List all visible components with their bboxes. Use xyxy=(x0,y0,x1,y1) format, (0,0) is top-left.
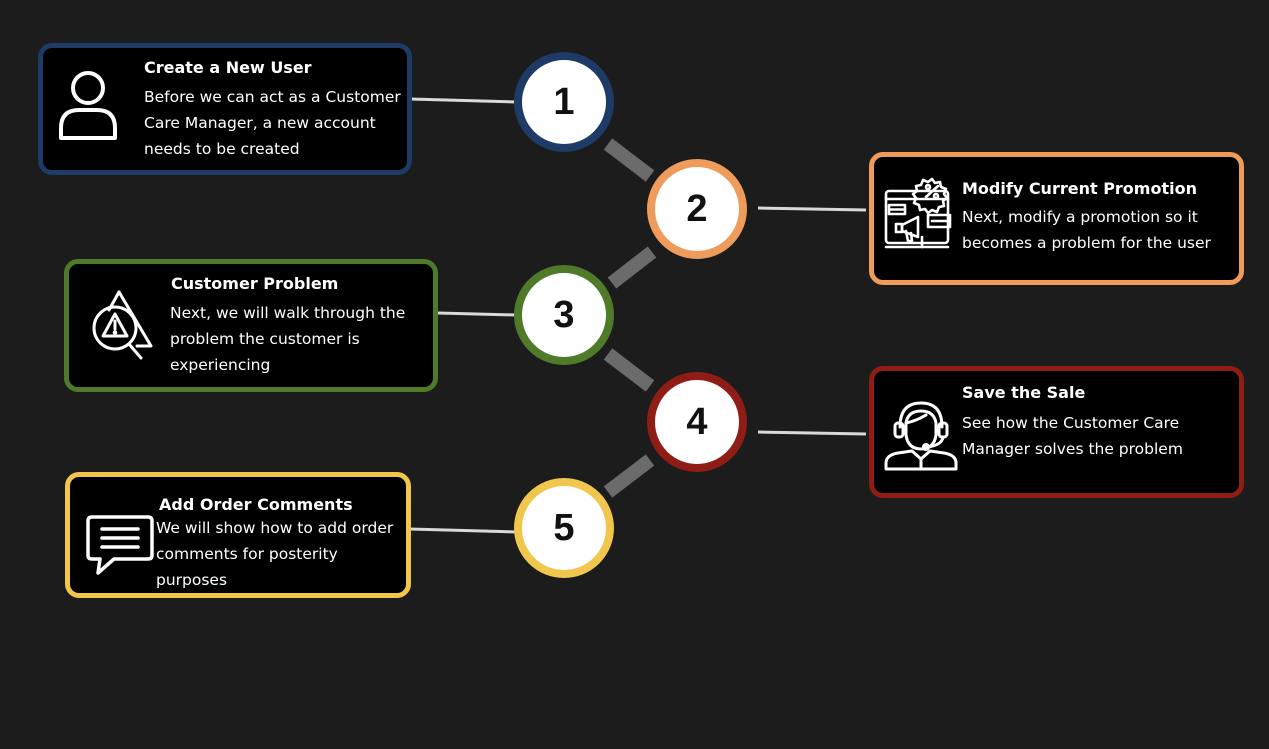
problem-search-icon xyxy=(85,286,157,364)
chain-link-3-4 xyxy=(603,348,655,392)
chain-link-2-3 xyxy=(607,246,657,289)
step-card-customer-problem: Customer Problem Next, we will walk thro… xyxy=(64,259,438,392)
promotion-icon xyxy=(882,175,960,253)
step-description: We will show how to add order comments f… xyxy=(156,519,394,589)
connector-5 xyxy=(409,527,517,534)
step-card-create-user: Create a New User Before we can act as a… xyxy=(38,43,412,175)
step-title: Save the Sale xyxy=(962,383,1086,402)
step-number-4: 4 xyxy=(647,372,747,472)
connector-4 xyxy=(757,430,867,436)
step-description: Next, we will walk through the problem t… xyxy=(170,304,406,374)
step-title: Customer Problem xyxy=(171,274,339,293)
step-description: Next, modify a promotion so it becomes a… xyxy=(962,208,1211,252)
headset-agent-icon xyxy=(882,393,960,471)
step-title: Create a New User xyxy=(144,58,312,77)
step-number-2: 2 xyxy=(647,159,747,259)
step-card-save-the-sale: Save the Sale See how the Customer Care … xyxy=(869,366,1244,498)
chain-link-1-2 xyxy=(603,138,655,182)
step-description: Before we can act as a Customer Care Man… xyxy=(144,88,401,158)
step-description: See how the Customer Care Manager solves… xyxy=(962,414,1183,458)
step-number-1: 1 xyxy=(514,52,614,152)
connector-2 xyxy=(757,206,867,212)
chain-link-4-5 xyxy=(603,454,655,498)
step-card-modify-promotion: Modify Current Promotion Next, modify a … xyxy=(869,152,1244,285)
step-title: Modify Current Promotion xyxy=(962,179,1197,198)
step-number-3: 3 xyxy=(514,265,614,365)
step-number-5: 5 xyxy=(514,478,614,578)
step-card-add-order-comments: Add Order Comments We will show how to a… xyxy=(65,472,411,598)
user-icon xyxy=(55,66,121,146)
connector-1 xyxy=(409,97,517,104)
step-title: Add Order Comments xyxy=(159,495,353,514)
connector-3 xyxy=(437,311,517,317)
comment-icon xyxy=(84,511,156,579)
